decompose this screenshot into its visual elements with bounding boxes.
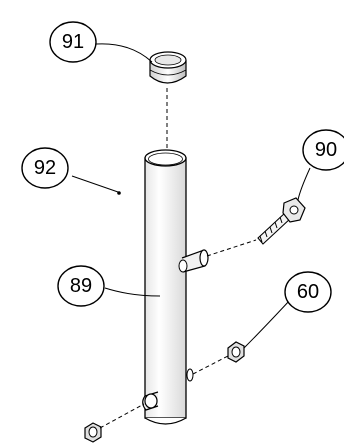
leader-91 xyxy=(95,43,153,63)
bolt-head-socket xyxy=(289,205,299,215)
bottom-nut-hole xyxy=(88,426,98,438)
tube-top-opening xyxy=(144,149,187,167)
nut-hole xyxy=(231,346,241,358)
callout-89-circle xyxy=(57,265,105,307)
bolt-part xyxy=(257,197,306,245)
leader-60 xyxy=(243,299,291,349)
bolt-boss-face xyxy=(199,249,209,267)
nut-assembly-line xyxy=(192,355,229,375)
assembly-lines xyxy=(99,88,257,429)
tube-part xyxy=(142,149,209,425)
callout-91: 91 xyxy=(49,21,97,63)
callout-92-circle xyxy=(21,147,69,189)
lower-right-hole xyxy=(186,368,194,382)
lower-boss-face xyxy=(144,393,158,409)
callout-60-label: 60 xyxy=(297,281,319,303)
leader-90 xyxy=(297,167,311,201)
tube-body xyxy=(144,157,187,419)
callout-60-circle xyxy=(284,271,332,313)
leader-92 xyxy=(71,175,119,193)
cap-inner xyxy=(154,54,182,66)
cap-ridge xyxy=(149,69,187,76)
callout-90-label: 90 xyxy=(315,139,337,161)
cap-part xyxy=(149,51,187,84)
tube-inner-rim xyxy=(148,152,183,166)
tube-bottom-edge xyxy=(144,417,187,425)
callout-91-label: 91 xyxy=(62,31,84,53)
leader-lines xyxy=(71,43,311,349)
callout-90-circle xyxy=(302,129,344,171)
callout-91-circle xyxy=(49,21,97,63)
callout-92: 92 xyxy=(21,147,69,189)
callout-89: 89 xyxy=(57,265,105,307)
bolt-hole xyxy=(178,259,188,273)
callout-92-label: 92 xyxy=(34,157,56,179)
bolt-threads xyxy=(259,216,283,243)
leader-89 xyxy=(104,287,161,297)
callout-90: 90 xyxy=(302,129,344,171)
leader-92-dot xyxy=(117,191,121,195)
bottom-nut-part xyxy=(84,422,102,443)
bottom-nut-assembly-line xyxy=(99,403,145,429)
callout-60: 60 xyxy=(284,271,332,313)
nut-part xyxy=(227,341,245,363)
bolt-assembly-line xyxy=(206,239,257,257)
callout-89-label: 89 xyxy=(70,275,92,297)
